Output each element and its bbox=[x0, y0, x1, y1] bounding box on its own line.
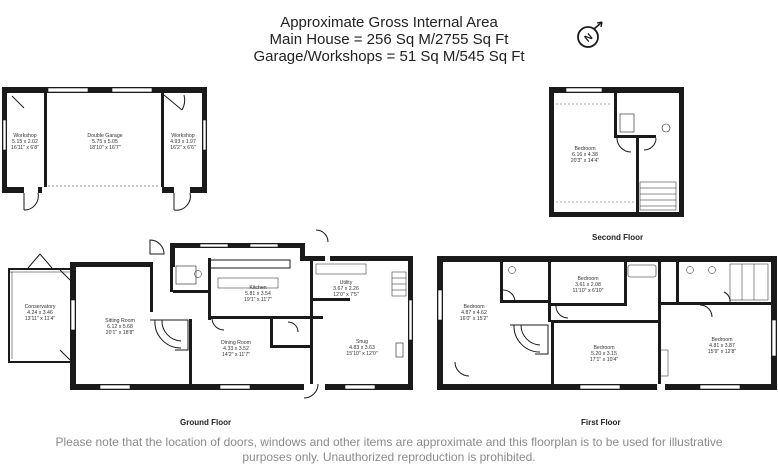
utility-imperial: 12'0" x 7'5" bbox=[333, 292, 359, 298]
bedroom-second-metric: 6.16 x 4.38 bbox=[572, 152, 598, 158]
first-floor-plan bbox=[437, 256, 777, 390]
bedroom-first-small-imperial: 11'10" x 6'10" bbox=[573, 288, 604, 294]
second-floor-plan bbox=[549, 87, 684, 217]
sitting-room-metric: 6.12 x 5.68 bbox=[107, 324, 133, 330]
kitchen-name: Kitchen bbox=[249, 285, 266, 291]
garage-block bbox=[2, 87, 207, 211]
utility-metric: 3.67 x 2.26 bbox=[333, 286, 359, 292]
sitting-room-imperial: 20'1" x 18'8" bbox=[106, 330, 135, 336]
disclaimer: Please note that the location of doors, … bbox=[0, 435, 778, 465]
bedroom-second-name: Bedroom bbox=[574, 146, 595, 152]
double-garage-imperial: 18'10" x 16'7" bbox=[89, 145, 120, 151]
area-title: Approximate Gross Internal Area bbox=[280, 14, 498, 31]
disclaimer-line-2: purposes only. Unauthorized reproduction… bbox=[242, 450, 536, 464]
conservatory-metric: 4.24 x 3.46 bbox=[27, 310, 53, 316]
workshop-left-imperial: 16'11" x 6'8" bbox=[11, 145, 39, 151]
bedroom-first-left-name: Bedroom bbox=[463, 304, 484, 310]
kitchen-metric: 5.81 x 3.54 bbox=[245, 291, 271, 297]
snug-imperial: 15'10" x 12'0" bbox=[346, 351, 377, 357]
dining-room-name: Dining Room bbox=[221, 340, 251, 346]
bedroom-first-small-metric: 3.61 x 2.08 bbox=[575, 282, 601, 288]
bedroom-first-right-metric: 4.81 x 3.87 bbox=[709, 343, 735, 349]
snug-metric: 4.83 x 3.63 bbox=[349, 345, 375, 351]
conservatory-imperial: 13'11" x 11'4" bbox=[25, 316, 56, 322]
compass-label: N bbox=[583, 32, 596, 45]
utility-name: Utility bbox=[340, 280, 353, 286]
ground-floor-plan bbox=[8, 229, 413, 399]
conservatory-name: Conservatory bbox=[25, 304, 56, 310]
bedroom-first-mid-name: Bedroom bbox=[593, 345, 614, 351]
second-floor-label: Second Floor bbox=[592, 233, 644, 242]
garage-area: Garage/Workshops = 51 Sq M/545 Sq Ft bbox=[253, 48, 525, 65]
first-floor-label: First Floor bbox=[581, 418, 621, 427]
compass-icon: N bbox=[577, 21, 603, 48]
workshop-right-name: Workshop bbox=[171, 133, 194, 139]
bedroom-first-right-imperial: 15'9" x 12'8" bbox=[708, 349, 737, 355]
double-garage-name: Double Garage bbox=[87, 133, 122, 139]
snug-name: Snug bbox=[356, 339, 368, 345]
bedroom-second-imperial: 20'3" x 14'4" bbox=[571, 158, 600, 164]
sitting-room-name: Sitting Room bbox=[105, 318, 135, 324]
double-garage-metric: 5.75 x 5.05 bbox=[92, 139, 118, 145]
dining-room-metric: 4.33 x 3.52 bbox=[223, 346, 249, 352]
bedroom-first-left-metric: 4.87 x 4.62 bbox=[461, 310, 487, 316]
workshop-right-imperial: 16'2" x 6'6" bbox=[170, 145, 196, 151]
bedroom-first-mid-imperial: 17'1" x 10'4" bbox=[590, 357, 619, 363]
dining-room-imperial: 14'2" x 11'7" bbox=[222, 352, 250, 358]
bedroom-first-right-name: Bedroom bbox=[711, 337, 732, 343]
workshop-left-metric: 5.15 x 2.02 bbox=[12, 139, 38, 145]
kitchen-imperial: 19'1" x 11'7" bbox=[244, 297, 272, 303]
bedroom-first-small-name: Bedroom bbox=[577, 276, 598, 282]
ground-floor-label: Ground Floor bbox=[180, 418, 232, 427]
bedroom-first-left-imperial: 16'0" x 15'2" bbox=[460, 316, 489, 322]
main-house-area: Main House = 256 Sq M/2755 Sq Ft bbox=[269, 31, 509, 48]
workshop-right-metric: 4.93 x 1.97 bbox=[170, 139, 196, 145]
bedroom-first-mid-metric: 5.20 x 3.15 bbox=[591, 351, 617, 357]
disclaimer-line-1: Please note that the location of doors, … bbox=[55, 435, 723, 449]
workshop-left-name: Workshop bbox=[13, 133, 36, 139]
